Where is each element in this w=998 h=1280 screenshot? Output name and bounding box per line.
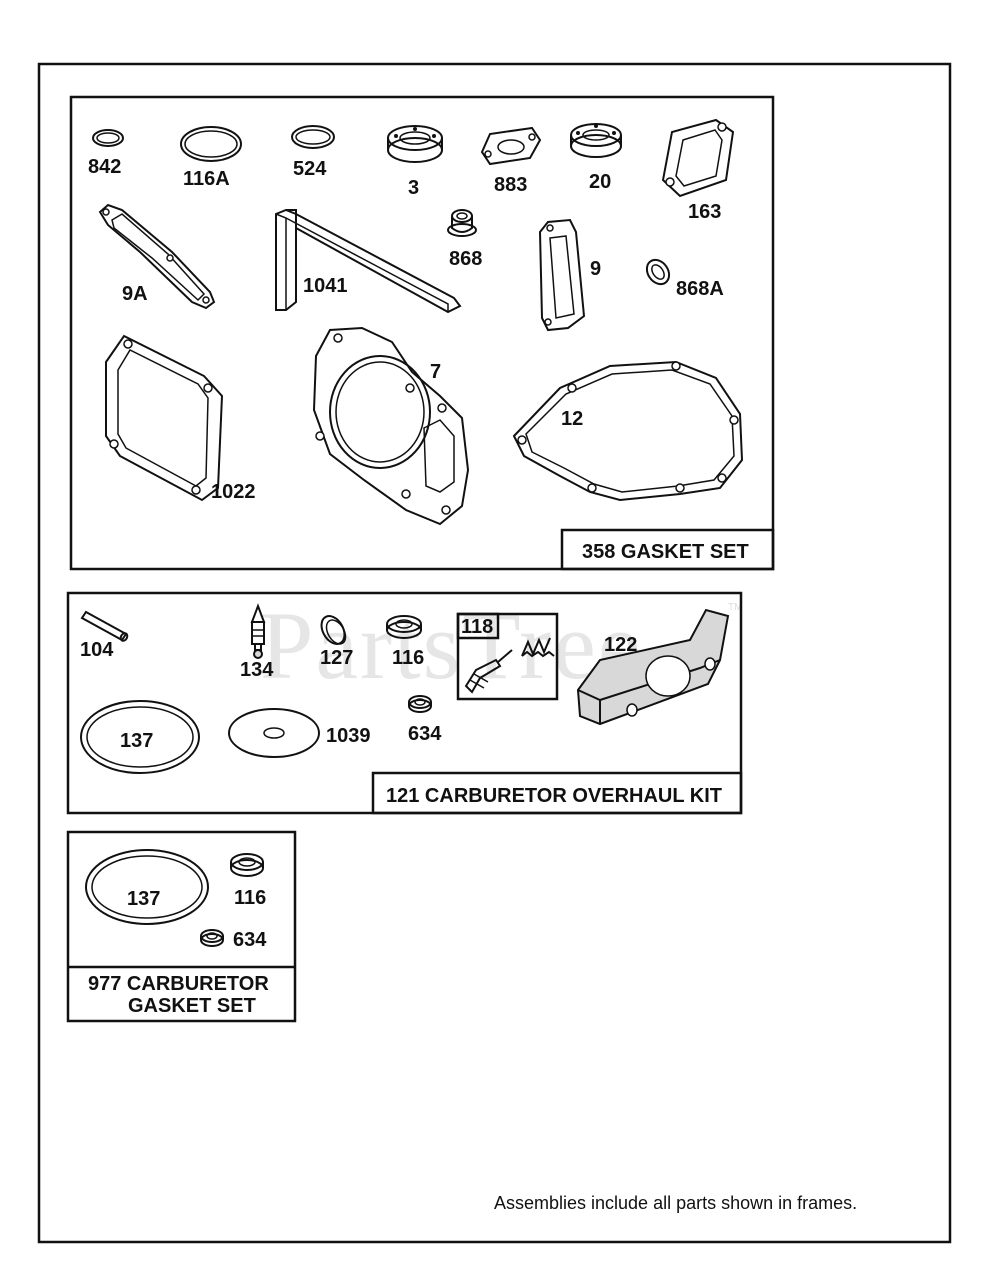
part-9-gasket-icon [538,218,586,332]
part-label-137-set: 137 [127,888,160,910]
watermark: PartsTree [260,592,642,699]
watermark-trademark: TM [728,602,742,613]
part-label-883: 883 [494,174,527,196]
part-label-868: 868 [449,248,482,270]
footnote: Assemblies include all parts shown in fr… [494,1193,857,1213]
part-524-oring-icon [291,125,335,149]
part-163-gasket-icon [661,118,735,198]
part-1041-bar-icon [275,209,462,314]
part-label-9: 9 [590,258,601,280]
part-116A-oring-icon [180,126,242,162]
part-137-oring-icon [80,700,200,774]
carb-gasket-set-977-frame: 977 CARBURETOR GASKET SET [66,830,297,1023]
part-7-head-gasket-icon [312,326,470,526]
part-label-116A: 116A [183,168,230,190]
part-1022-gasket-icon [105,334,224,502]
part-20-oil-seal-icon [570,123,622,158]
part-label-118: 118 [461,616,493,638]
part-842-oring-icon [92,129,124,147]
part-label-634-set: 634 [233,929,267,951]
part-116-washer-icon [386,615,422,639]
part-122-spacer-icon [576,608,730,726]
gasket-set-358-title: 358 GASKET SET [582,541,749,563]
part-1039-diaphragm-icon [228,708,320,758]
part-116-washer-set-icon [230,853,264,877]
part-label-1039: 1039 [326,725,371,747]
part-127-plug-icon [320,615,347,645]
part-134-needle-icon [250,603,266,659]
overhaul-kit-121-title: 121 CARBURETOR OVERHAUL KIT [386,785,722,807]
part-label-127: 127 [320,647,353,669]
carb-gasket-set-977-title-line2: GASKET SET [128,995,256,1017]
part-883-gasket-icon [480,126,542,166]
part-label-3: 3 [408,177,419,199]
carb-gasket-set-977-title-line1: 977 CARBURETOR [88,973,269,995]
part-label-842: 842 [88,156,121,178]
part-label-9A: 9A [122,283,148,305]
part-label-116-set: 116 [234,887,266,909]
part-label-524: 524 [293,158,327,180]
part-634-washer-icon [408,695,432,713]
part-label-163: 163 [688,201,721,223]
part-9A-gasket-icon [98,203,216,310]
part-label-7: 7 [430,361,441,383]
part-137-oring-small-set-icon [85,849,209,925]
part-12-crankcase-gasket-icon [512,360,744,502]
part-118-sub-assembly-frame: 118 [456,612,559,701]
part-104-pin-icon [80,610,129,642]
overhaul-kit-121-frame: 121 CARBURETOR OVERHAUL KIT [66,591,743,815]
part-868A-washer-icon [645,258,671,286]
part-label-12: 12 [561,408,583,430]
part-3-oil-seal-icon [387,125,443,163]
part-634-washer-set-icon [200,929,224,947]
part-868-valve-seal-icon [447,209,477,237]
part-label-134: 134 [240,659,274,681]
part-label-122: 122 [604,634,637,656]
gasket-set-358-frame: 358 GASKET SET [69,95,775,571]
part-label-104: 104 [80,639,114,661]
part-label-1022: 1022 [211,481,256,503]
part-label-20: 20 [589,171,611,193]
part-label-1041: 1041 [303,275,348,297]
part-label-868A: 868A [676,278,724,300]
part-label-116: 116 [392,647,424,669]
part-118-screw-and-spring-icon [464,637,555,694]
part-label-137: 137 [120,730,153,752]
outer-frame [37,62,952,1244]
part-label-634: 634 [408,723,442,745]
